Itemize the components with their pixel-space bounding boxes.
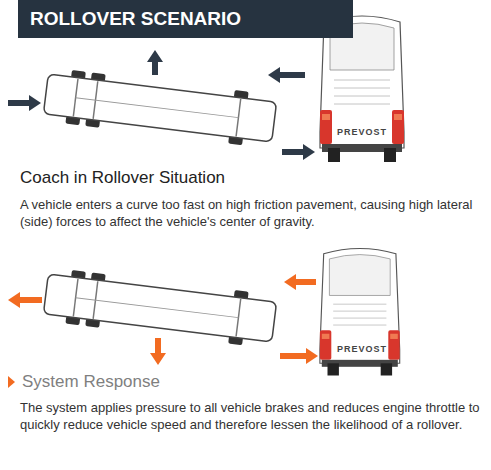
coach-rear-view <box>320 248 400 375</box>
force-arrow <box>8 50 315 160</box>
coach-top-view <box>43 267 278 349</box>
section-heading: Coach in Rollover Situation <box>20 168 480 188</box>
response-arrow <box>8 274 318 365</box>
force-arrow <box>282 144 315 160</box>
force-arrow <box>8 95 41 111</box>
brand-name: PREVOST <box>327 126 397 138</box>
title-bar: ROLLOVER SCENARIO <box>18 0 353 38</box>
section-heading: System Response <box>22 372 482 392</box>
body-text: A vehicle enters a curve too fast on hig… <box>20 197 482 230</box>
force-arrow <box>147 50 163 75</box>
response-arrow <box>8 292 42 308</box>
force-arrow <box>268 67 305 83</box>
response-arrow <box>150 338 166 365</box>
brand-name: PREVOST <box>327 343 397 355</box>
body-text: The system applies pressure to all vehic… <box>20 400 482 433</box>
title: ROLLOVER SCENARIO <box>18 0 353 38</box>
response-arrow <box>280 348 318 364</box>
response-arrow <box>284 274 316 290</box>
bullet-marker <box>8 376 15 388</box>
coach-top-view <box>43 67 278 149</box>
